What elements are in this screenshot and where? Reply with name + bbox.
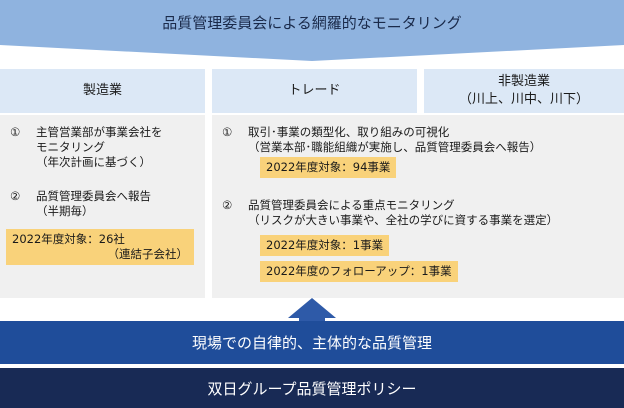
item-number: ① <box>222 125 233 139</box>
item-text: （営業本部･職能組織が実施し、品質管理委員会へ報告） <box>248 140 542 154</box>
item-text: 品質管理委員会による重点モニタリング <box>248 198 455 212</box>
highlight-text: 2022年度対象：26社 <box>12 232 125 246</box>
item-text: （年次計画に基づく） <box>36 155 151 169</box>
item-text: 主管営業部が事業会社を <box>36 125 163 139</box>
mid-banner-text: 現場での自律的、主体的な品質管理 <box>191 334 432 352</box>
highlight-box: 2022年度のフォローアップ：1事業 <box>260 261 458 282</box>
highlight-box: 2022年度対象：94事業 <box>260 157 397 178</box>
item-text: 取引･事業の類型化、取り組みの可視化 <box>248 125 450 139</box>
bottom-banner-text: 双日グループ品質管理ポリシー <box>207 379 417 398</box>
down-arrow <box>0 45 624 61</box>
item-text: （リスクが大きい事業や、全社の学びに資する事業を選定） <box>248 213 559 227</box>
item-number: ① <box>10 125 21 139</box>
highlight-text: 2022年度のフォローアップ：1事業 <box>266 264 452 278</box>
item-text: （半期毎） <box>36 204 94 218</box>
highlight-text: 2022年度対象：94事業 <box>266 160 391 174</box>
column-header-trade: トレード <box>212 69 417 113</box>
item-text: 品質管理委員会へ報告 <box>36 189 151 203</box>
column-header-label: 非製造業 <box>497 74 550 89</box>
item-text: モニタリング <box>36 140 105 154</box>
up-arrow-stem <box>299 317 325 322</box>
manufacturing-panel: ① 主管営業部が事業会社を モニタリング （年次計画に基づく） ② 品質管理委員… <box>0 115 205 298</box>
up-arrow <box>288 298 336 318</box>
item-number: ② <box>10 189 21 203</box>
top-banner-text: 品質管理委員会による網羅的なモニタリング <box>162 14 462 32</box>
item-number: ② <box>222 198 233 212</box>
bottom-banner: 双日グループ品質管理ポリシー <box>0 368 624 408</box>
column-header-manufacturing: 製造業 <box>0 69 205 113</box>
column-header-label: 製造業 <box>82 83 122 98</box>
highlight-box: 2022年度対象：1事業 <box>260 235 390 256</box>
highlight-box: 2022年度対象：26社 （連結子会社） <box>6 229 194 265</box>
highlight-text: （連結子会社） <box>107 247 189 261</box>
column-header-non-manufacturing: 非製造業 （川上、川中、川下） <box>424 69 624 113</box>
trade-panel: ① 取引･事業の類型化、取り組みの可視化 （営業本部･職能組織が実施し、品質管理… <box>212 115 624 298</box>
column-header-sub: （川上、川中、川下） <box>458 92 589 107</box>
highlight-text: 2022年度対象：1事業 <box>266 238 384 252</box>
top-banner: 品質管理委員会による網羅的なモニタリング <box>0 0 624 45</box>
column-header-label: トレード <box>288 83 341 98</box>
mid-banner: 現場での自律的、主体的な品質管理 <box>0 321 624 364</box>
